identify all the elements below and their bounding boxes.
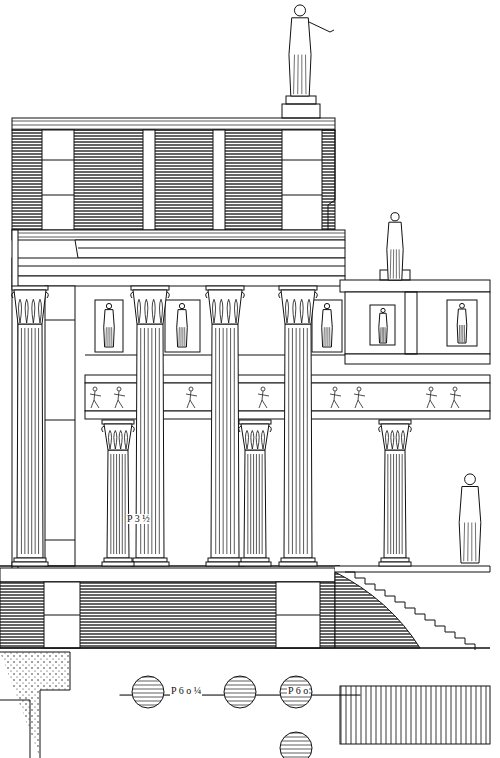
corinthian-column [239,420,272,566]
statue-standing [459,474,481,563]
corinthian-column [131,286,170,566]
dimension-label: P 6 o ¼ [170,686,202,696]
statue-top [289,5,334,96]
relief-frieze [90,387,461,408]
niche-statue [322,303,333,347]
niche-statue [104,303,115,347]
corinthian-column [206,286,245,566]
column-plan [132,676,312,758]
niche-statue [177,303,188,347]
corinthian-column [379,420,412,566]
dimension-label: P 6 o [287,686,309,696]
niche-statue [379,308,387,343]
corinthian-column [12,286,49,566]
dimension-label: P 3 ½ [126,514,151,524]
statue-attic [387,213,403,280]
niche-statue [457,303,467,343]
corinthian-column [102,420,135,566]
corinthian-column [279,286,318,566]
